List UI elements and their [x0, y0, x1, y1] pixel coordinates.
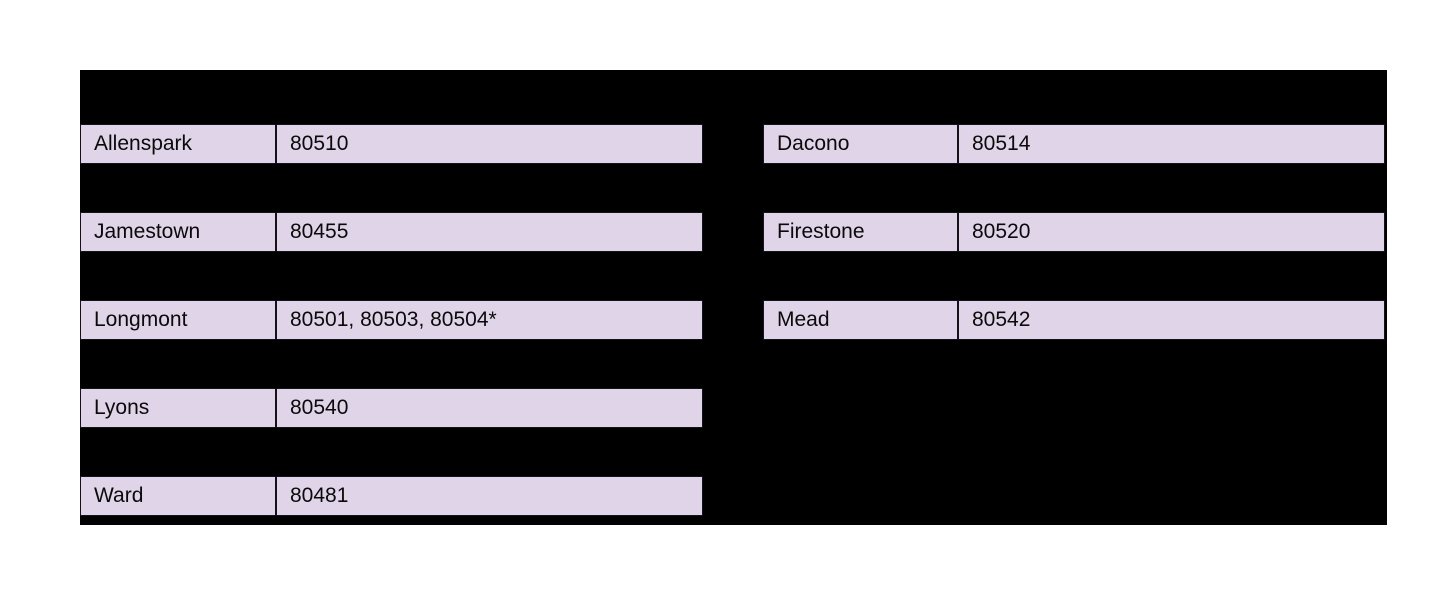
table-row: Ward 80481	[80, 476, 703, 516]
row-spacer-cell	[763, 164, 959, 212]
row-spacer-cell	[277, 428, 703, 476]
row-spacer-cell	[80, 252, 277, 300]
table-row: Jamestown 80455	[80, 212, 703, 252]
row-spacer-cell	[277, 340, 703, 388]
table-row: Longmont 80501, 80503, 80504*	[80, 300, 703, 340]
zip-table-right: Dacono 80514 Firestone 80520 Mead 80542	[763, 124, 1385, 340]
table-row: Lyons 80540	[80, 388, 703, 428]
zip-cell: 80520	[959, 212, 1385, 252]
zip-cell: 80540	[277, 388, 703, 428]
row-spacer	[80, 164, 703, 212]
row-spacer-cell	[80, 340, 277, 388]
zip-cell: 80481	[277, 476, 703, 516]
zip-cell: 80542	[959, 300, 1385, 340]
row-spacer-cell	[959, 164, 1385, 212]
row-spacer	[80, 340, 703, 388]
row-spacer-cell	[277, 164, 703, 212]
row-spacer-cell	[959, 252, 1385, 300]
city-cell: Firestone	[763, 212, 959, 252]
city-cell: Jamestown	[80, 212, 277, 252]
zip-cell: 80455	[277, 212, 703, 252]
table-row: Dacono 80514	[763, 124, 1385, 164]
zip-table-left: Allenspark 80510 Jamestown 80455 Longmon…	[80, 124, 703, 516]
table-row: Allenspark 80510	[80, 124, 703, 164]
city-cell: Allenspark	[80, 124, 277, 164]
row-spacer-cell	[80, 428, 277, 476]
row-spacer	[80, 428, 703, 476]
row-spacer	[80, 252, 703, 300]
table-row: Mead 80542	[763, 300, 1385, 340]
city-cell: Longmont	[80, 300, 277, 340]
row-spacer-cell	[763, 252, 959, 300]
zip-cell: 80514	[959, 124, 1385, 164]
row-spacer-cell	[277, 252, 703, 300]
row-spacer-cell	[80, 164, 277, 212]
city-cell: Ward	[80, 476, 277, 516]
city-cell: Dacono	[763, 124, 959, 164]
table-row: Firestone 80520	[763, 212, 1385, 252]
row-spacer	[763, 252, 1385, 300]
row-spacer	[763, 164, 1385, 212]
city-cell: Lyons	[80, 388, 277, 428]
city-cell: Mead	[763, 300, 959, 340]
zip-cell: 80510	[277, 124, 703, 164]
zip-cell: 80501, 80503, 80504*	[277, 300, 703, 340]
